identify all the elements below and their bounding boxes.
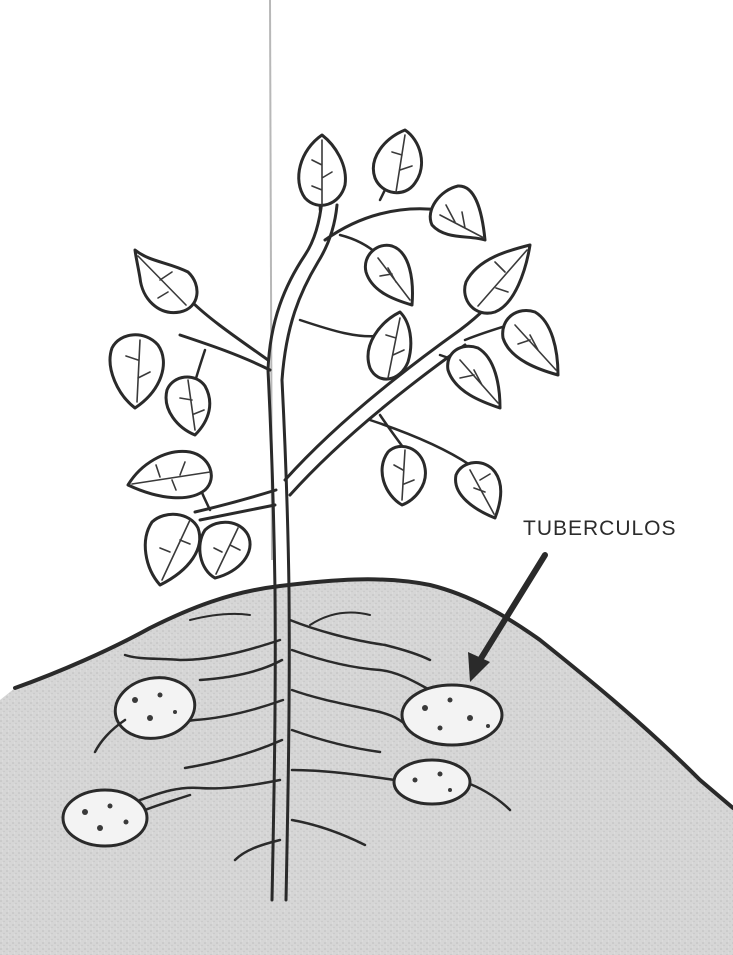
leaf (299, 135, 346, 205)
leaf (135, 250, 197, 313)
leaf (456, 463, 501, 518)
leaf (110, 335, 163, 408)
leaf (465, 245, 530, 313)
tubers-label: TUBERCULOS (523, 517, 677, 540)
leaf (368, 312, 411, 379)
leaf (430, 186, 485, 240)
tuber (402, 685, 502, 745)
leaf (503, 310, 558, 375)
soil-mound (0, 579, 733, 955)
leaf (373, 130, 421, 193)
leaf (382, 446, 425, 505)
leaf (145, 514, 199, 585)
leaf (200, 522, 250, 578)
leaf (166, 377, 210, 435)
leaf (365, 245, 412, 305)
plant-leaves (110, 130, 558, 585)
leaf (128, 451, 211, 497)
leaf (448, 346, 500, 408)
